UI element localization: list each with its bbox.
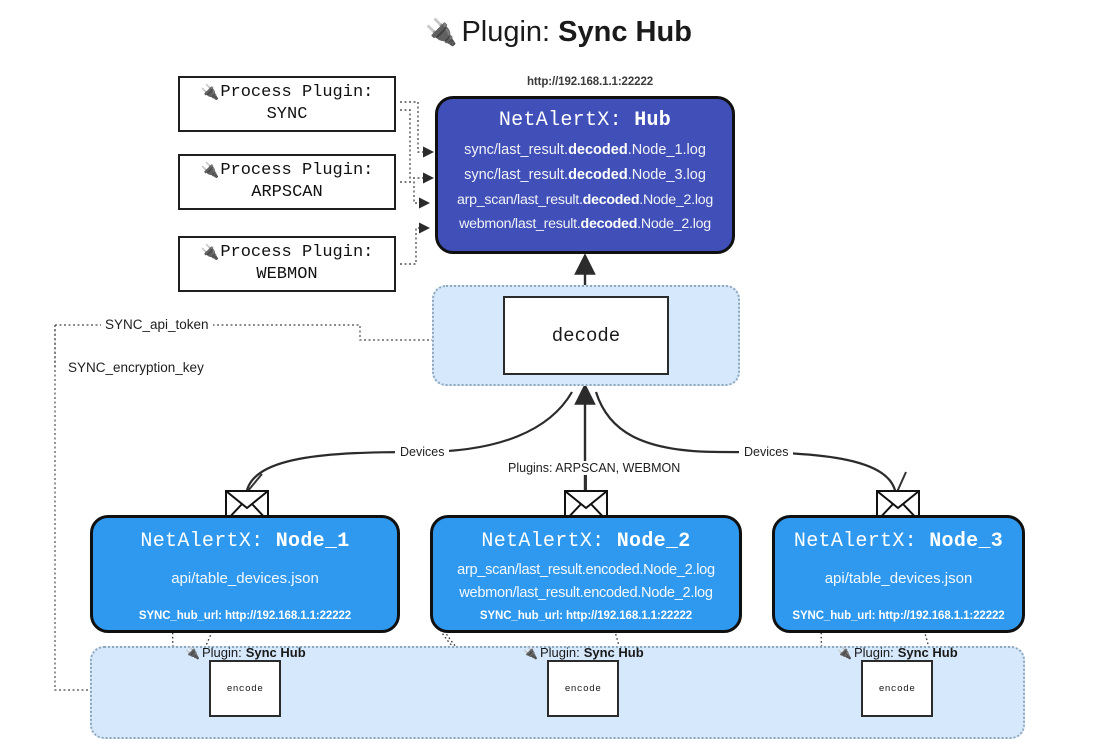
hub-title-prefix: NetAlertX: xyxy=(498,109,635,132)
hub-log-pre: arp_scan/last_result. xyxy=(456,191,583,208)
encoder-plugin-prefix: Plugin: xyxy=(201,645,242,660)
plug-icon: 🔌 xyxy=(200,244,220,262)
process-plugin-name: ARPSCAN xyxy=(251,183,323,202)
hub-log-strong: decoded xyxy=(582,191,640,208)
encoder-plugin-label: 🔌Plugin: Sync Hub xyxy=(837,645,958,660)
encoder-plugin-name: Sync Hub xyxy=(245,645,306,660)
encoder-plugin-prefix: Plugin: xyxy=(853,645,894,660)
node-title-prefix: NetAlertX: xyxy=(793,530,930,553)
node-box-node-1[interactable]: NetAlertX: Node_1 api/table_devices.json… xyxy=(90,515,400,633)
node-path-line: webmon/last_result.encoded.Node_2.log xyxy=(459,584,713,601)
encoder-plugin-name: Sync Hub xyxy=(897,645,958,660)
page-title-name: Sync Hub xyxy=(558,16,692,48)
node-title-name: Node_2 xyxy=(616,530,691,553)
hub-log-pre: webmon/last_result. xyxy=(459,216,581,233)
node-hub-url-label: SYNC_hub_url: http://192.168.1.1:22222 xyxy=(479,610,693,622)
encode-box-node-1[interactable]: encode xyxy=(209,660,281,717)
node-title: NetAlertX: Node_3 xyxy=(775,530,1022,553)
process-plugin-label: Process Plugin: xyxy=(220,243,374,263)
process-plugin-name: WEBMON xyxy=(256,265,318,284)
hub-log-post: .Node_3.log xyxy=(627,166,706,183)
hub-log-line: arp_scan/last_result.decoded.Node_2.log xyxy=(438,188,732,212)
plug-icon: 🔌 xyxy=(837,645,852,660)
sync-encryption-key-label: SYNC_encryption_key xyxy=(64,360,208,375)
node-hub-url-label: SYNC_hub_url: http://192.168.1.1:22222 xyxy=(138,610,352,622)
plug-icon: 🔌 xyxy=(200,162,220,180)
hub-log-pre: sync/last_result. xyxy=(464,166,569,183)
page-title: 🔌Plugin: Sync Hub xyxy=(0,16,1117,49)
node-title-name: Node_3 xyxy=(929,530,1004,553)
plug-icon: 🔌 xyxy=(185,645,200,660)
edge-label-devices-right: Devices xyxy=(739,445,794,459)
node-path-line: api/table_devices.json xyxy=(171,570,319,587)
plug-icon: 🔌 xyxy=(200,84,220,102)
encoder-plugin-name: Sync Hub xyxy=(583,645,644,660)
hub-url-label: http://192.168.1.1:22222 xyxy=(526,76,654,88)
process-plugin-box-arpscan[interactable]: 🔌Process Plugin: ARPSCAN xyxy=(178,154,396,210)
plug-icon: 🔌 xyxy=(523,645,538,660)
encoder-plugin-label: 🔌Plugin: Sync Hub xyxy=(185,645,306,660)
process-plugin-name: SYNC xyxy=(266,105,308,124)
hub-title-name: Hub xyxy=(634,109,672,132)
node-box-node-2[interactable]: NetAlertX: Node_2 arp_scan/last_result.e… xyxy=(430,515,742,633)
hub-log-pre: sync/last_result. xyxy=(464,142,569,158)
node-hub-url-label: SYNC_hub_url: http://192.168.1.1:22222 xyxy=(792,610,1005,622)
hub-node[interactable]: NetAlertX: Hub sync/last_result.decoded.… xyxy=(435,96,735,254)
hub-log-strong: decoded xyxy=(580,216,638,233)
node-title: NetAlertX: Node_2 xyxy=(433,530,739,553)
edge-label-plugins: Plugins: ARPSCAN, WEBMON xyxy=(503,461,686,475)
node-title-prefix: NetAlertX: xyxy=(140,530,276,553)
hub-log-line: sync/last_result.decoded.Node_1.log xyxy=(438,138,732,163)
plug-icon: 🔌 xyxy=(425,17,458,47)
encoder-plugin-prefix: Plugin: xyxy=(539,645,580,660)
process-plugin-label: Process Plugin: xyxy=(220,161,374,181)
sync-api-token-label: SYNC_api_token xyxy=(101,317,213,332)
encode-box-node-3[interactable]: encode xyxy=(861,660,933,717)
node-title-prefix: NetAlertX: xyxy=(481,530,617,553)
node-path-line: api/table_devices.json xyxy=(824,570,973,587)
hub-log-strong: decoded xyxy=(568,142,628,158)
hub-title: NetAlertX: Hub xyxy=(438,109,732,132)
encoder-plugin-label: 🔌Plugin: Sync Hub xyxy=(523,645,644,660)
process-plugin-label: Process Plugin: xyxy=(220,83,374,103)
hub-log-post: .Node_2.log xyxy=(637,216,711,233)
hub-log-line: sync/last_result.decoded.Node_3.log xyxy=(438,163,732,188)
hub-log-post: .Node_2.log xyxy=(639,191,714,208)
decode-box[interactable]: decode xyxy=(503,296,669,375)
edge-label-devices-left: Devices xyxy=(395,445,450,459)
hub-log-line: webmon/last_result.decoded.Node_2.log xyxy=(438,212,732,236)
node-path-line: arp_scan/last_result.encoded.Node_2.log xyxy=(457,562,715,578)
hub-log-post: .Node_1.log xyxy=(627,142,706,158)
node-title-name: Node_1 xyxy=(275,530,350,553)
process-plugin-box-webmon[interactable]: 🔌Process Plugin: WEBMON xyxy=(178,236,396,292)
process-plugin-box-sync[interactable]: 🔌Process Plugin: SYNC xyxy=(178,76,396,132)
node-title: NetAlertX: Node_1 xyxy=(93,530,397,553)
encode-box-node-2[interactable]: encode xyxy=(547,660,619,717)
node-box-node-3[interactable]: NetAlertX: Node_3 api/table_devices.json… xyxy=(772,515,1025,633)
page-title-prefix: Plugin: xyxy=(461,16,559,48)
hub-log-strong: decoded xyxy=(568,166,628,183)
